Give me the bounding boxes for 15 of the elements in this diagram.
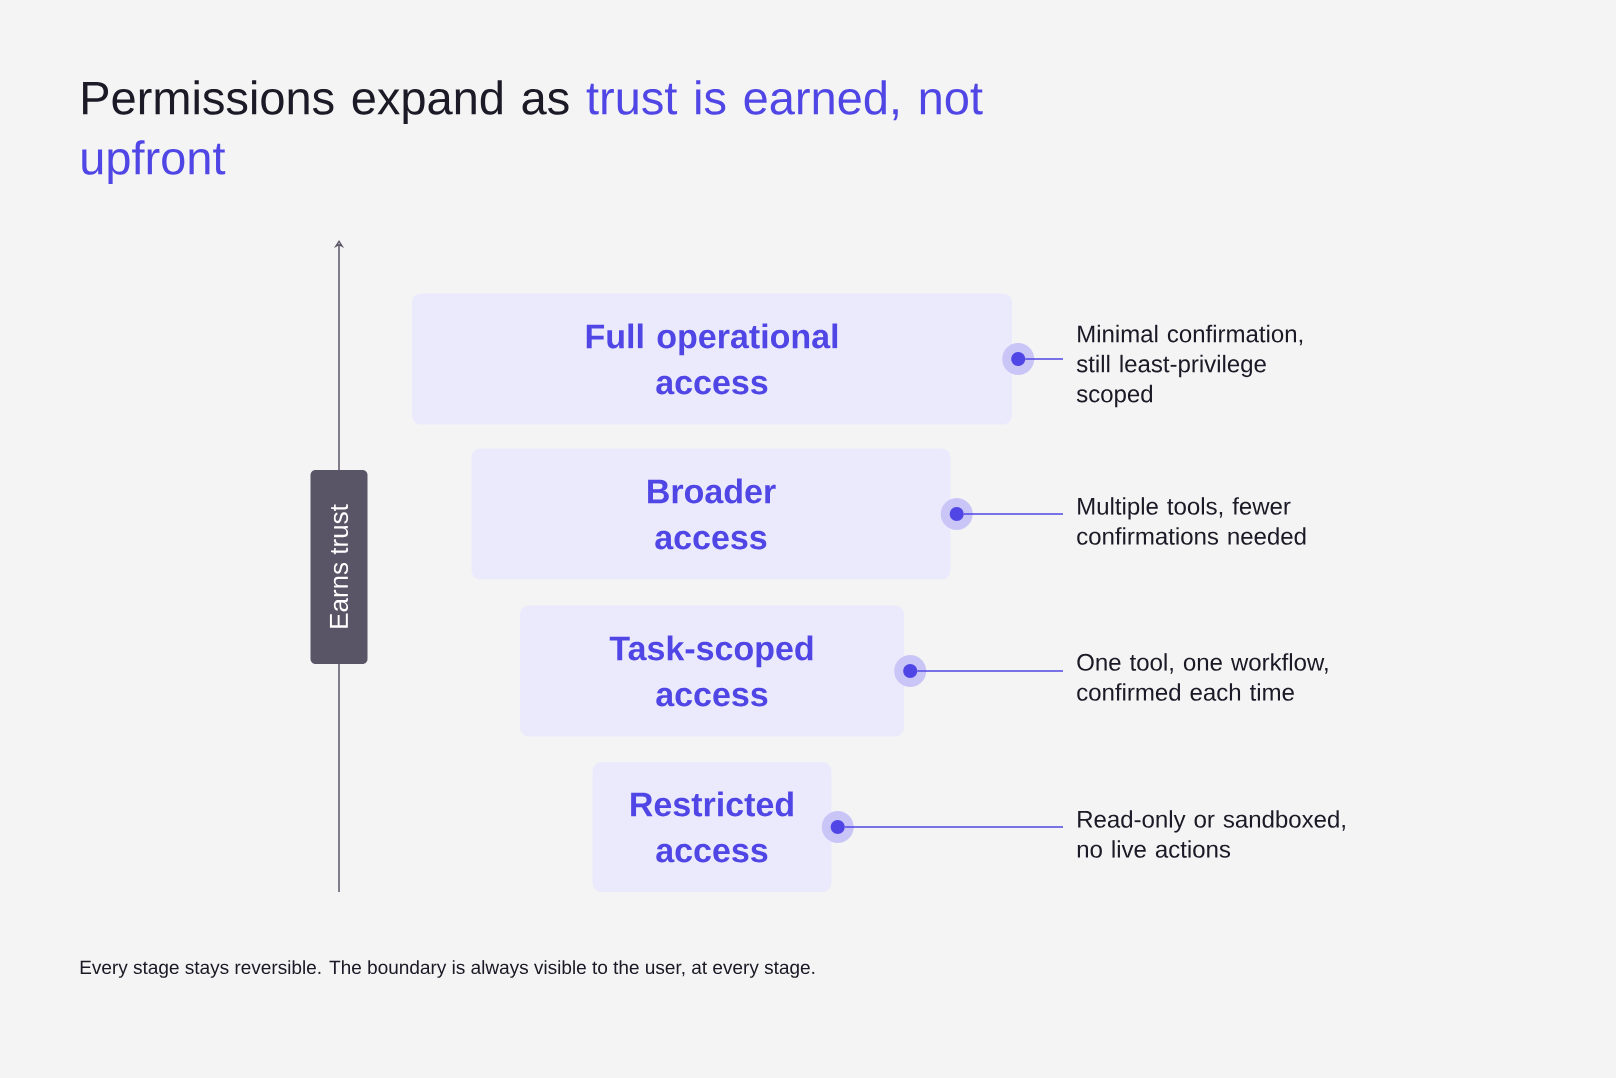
caption: Every stage stays reversible. The boundary is always visible to the user, at every stage.: [80, 960, 815, 978]
leader-line: [962, 513, 1064, 515]
description-text: Minimal confirmation, still least-privilege scoped: [1076, 324, 1303, 408]
description-text: Multiple tools, fewer confirmations needed: [1077, 497, 1306, 545]
access-box: Broader access: [471, 448, 951, 580]
axis-label: Earns trust: [310, 470, 368, 664]
leader-line: [843, 826, 1064, 828]
access-box: Restricted access: [592, 762, 832, 892]
leader-line: [916, 670, 1064, 672]
access-box: Full operational access: [412, 293, 1012, 425]
access-box: Task-scoped access: [520, 605, 904, 737]
title: Permissions expand as trust is earned, not upfront: [82, 80, 983, 184]
leader-line: [1024, 358, 1064, 360]
description-text: Read-only or sandboxed, no live actions: [1077, 810, 1345, 858]
description-text: One tool, one workflow, confirmed each time: [1077, 653, 1328, 701]
